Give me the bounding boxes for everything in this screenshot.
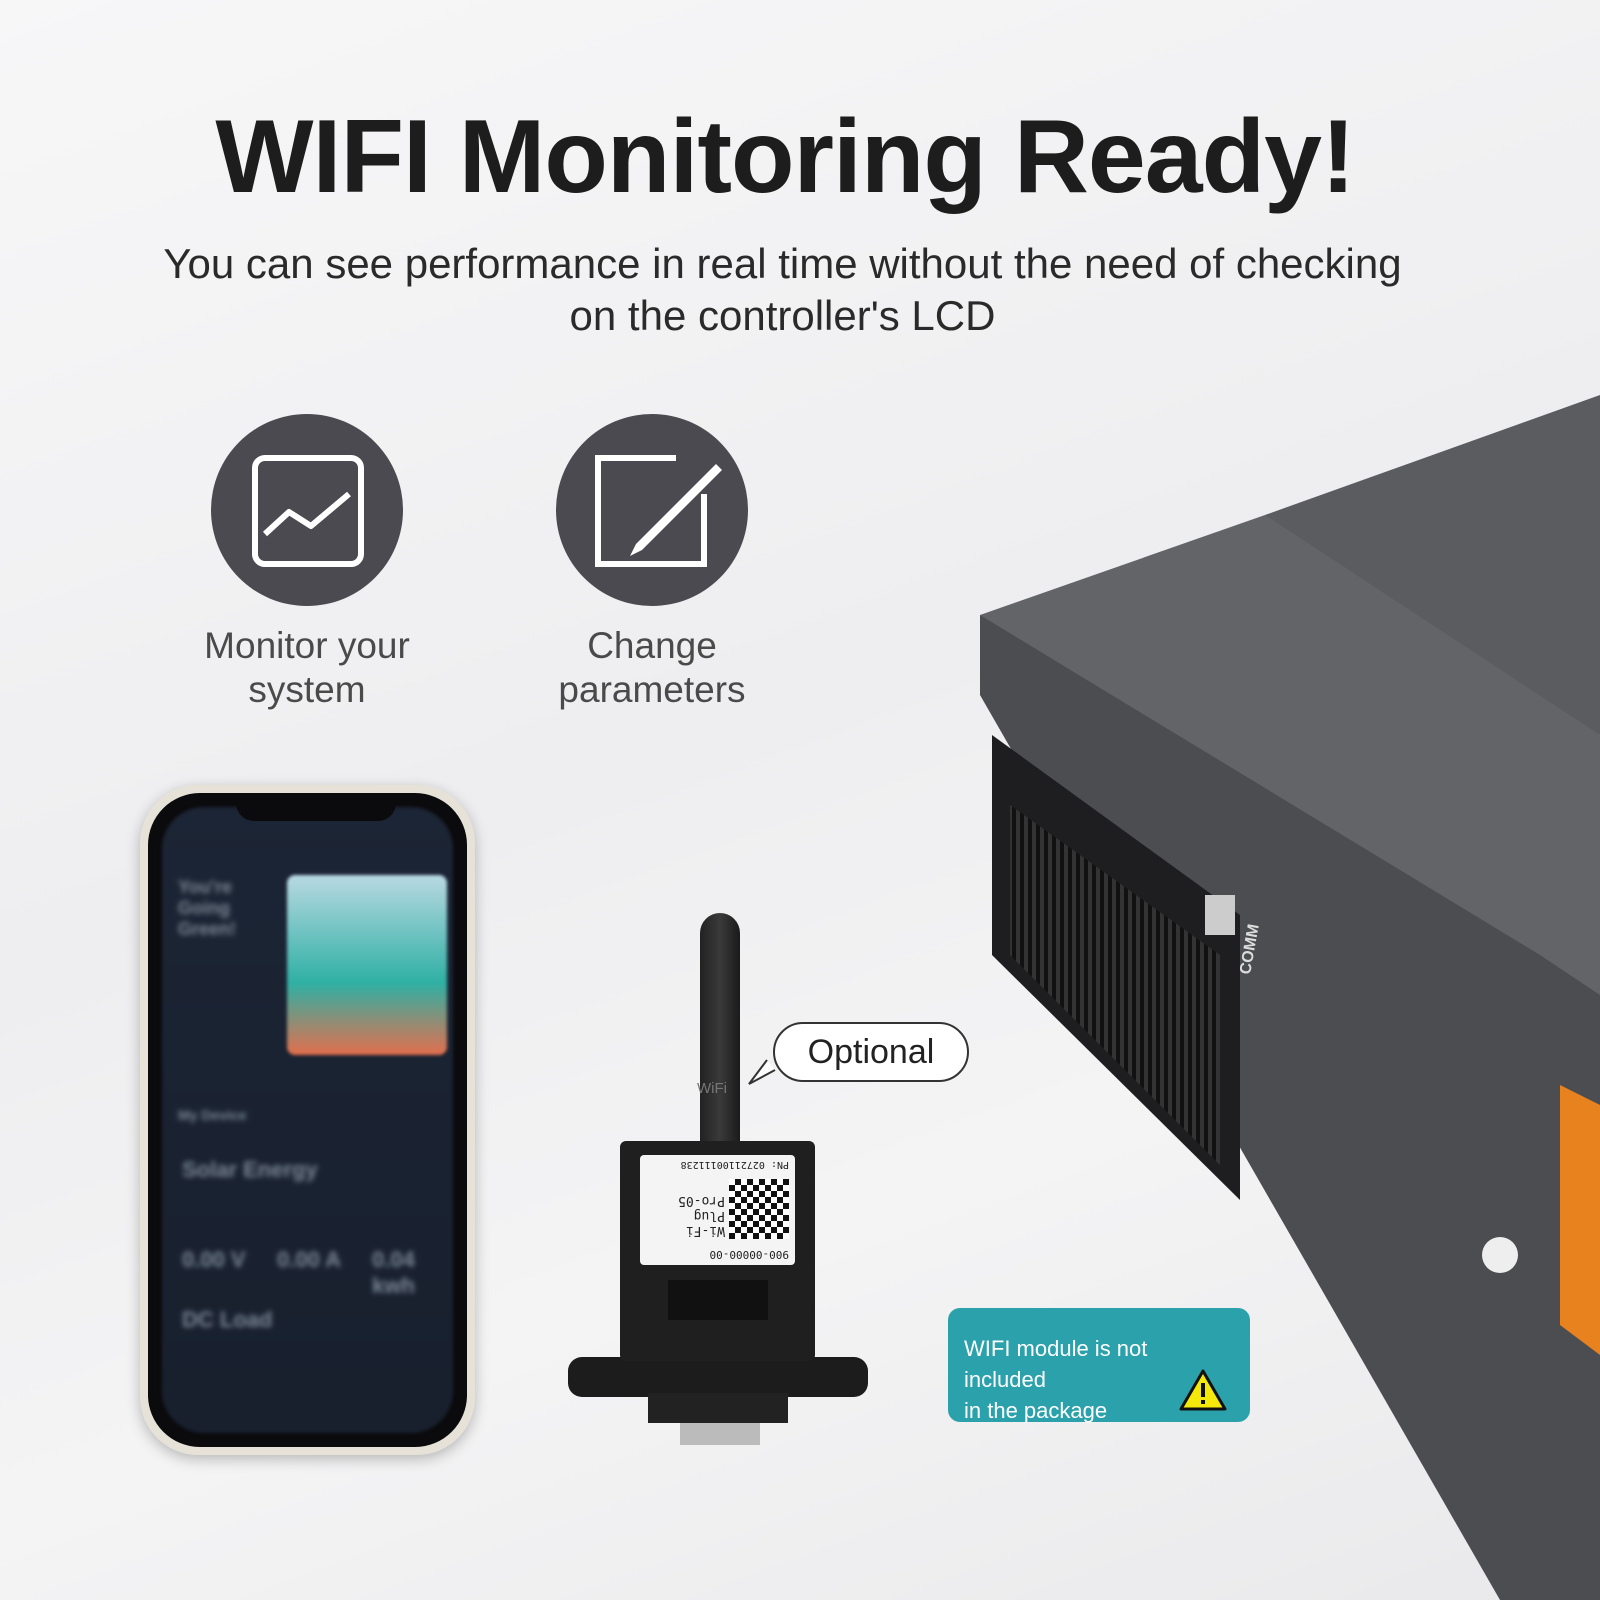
notice-line-2: in the package bbox=[964, 1398, 1108, 1423]
page-title: WIFI Monitoring Ready! bbox=[215, 99, 1355, 215]
subtitle-line-1: You can see performance in real time wit… bbox=[163, 240, 1402, 287]
subtitle: You can see performance in real time wit… bbox=[100, 238, 1465, 342]
edit-pencil-icon bbox=[556, 414, 748, 606]
subtitle-line-2: on the controller's LCD bbox=[569, 292, 996, 339]
solar-charge-controller: COMM bbox=[980, 395, 1600, 1600]
line-chart-icon bbox=[211, 414, 403, 606]
antenna-label: WiFi bbox=[697, 1080, 727, 1097]
module-label: 900-00000-00 Wi-Fi Plug Pro-05 PN: 02721… bbox=[640, 1155, 795, 1265]
notice-box: WIFI module is not included in the packa… bbox=[948, 1308, 1250, 1423]
warning-triangle-icon bbox=[1179, 1369, 1227, 1411]
wifi-module: WiFi 900-00000-00 Wi-Fi Plug Pro-05 PN: … bbox=[560, 905, 880, 1445]
smartphone: You're Going Green! My Device Solar Ener… bbox=[140, 785, 475, 1455]
optional-callout: Optional bbox=[773, 1022, 969, 1082]
app-screen: You're Going Green! My Device Solar Ener… bbox=[162, 807, 453, 1433]
notice-line-1: WIFI module is not included bbox=[964, 1336, 1148, 1392]
